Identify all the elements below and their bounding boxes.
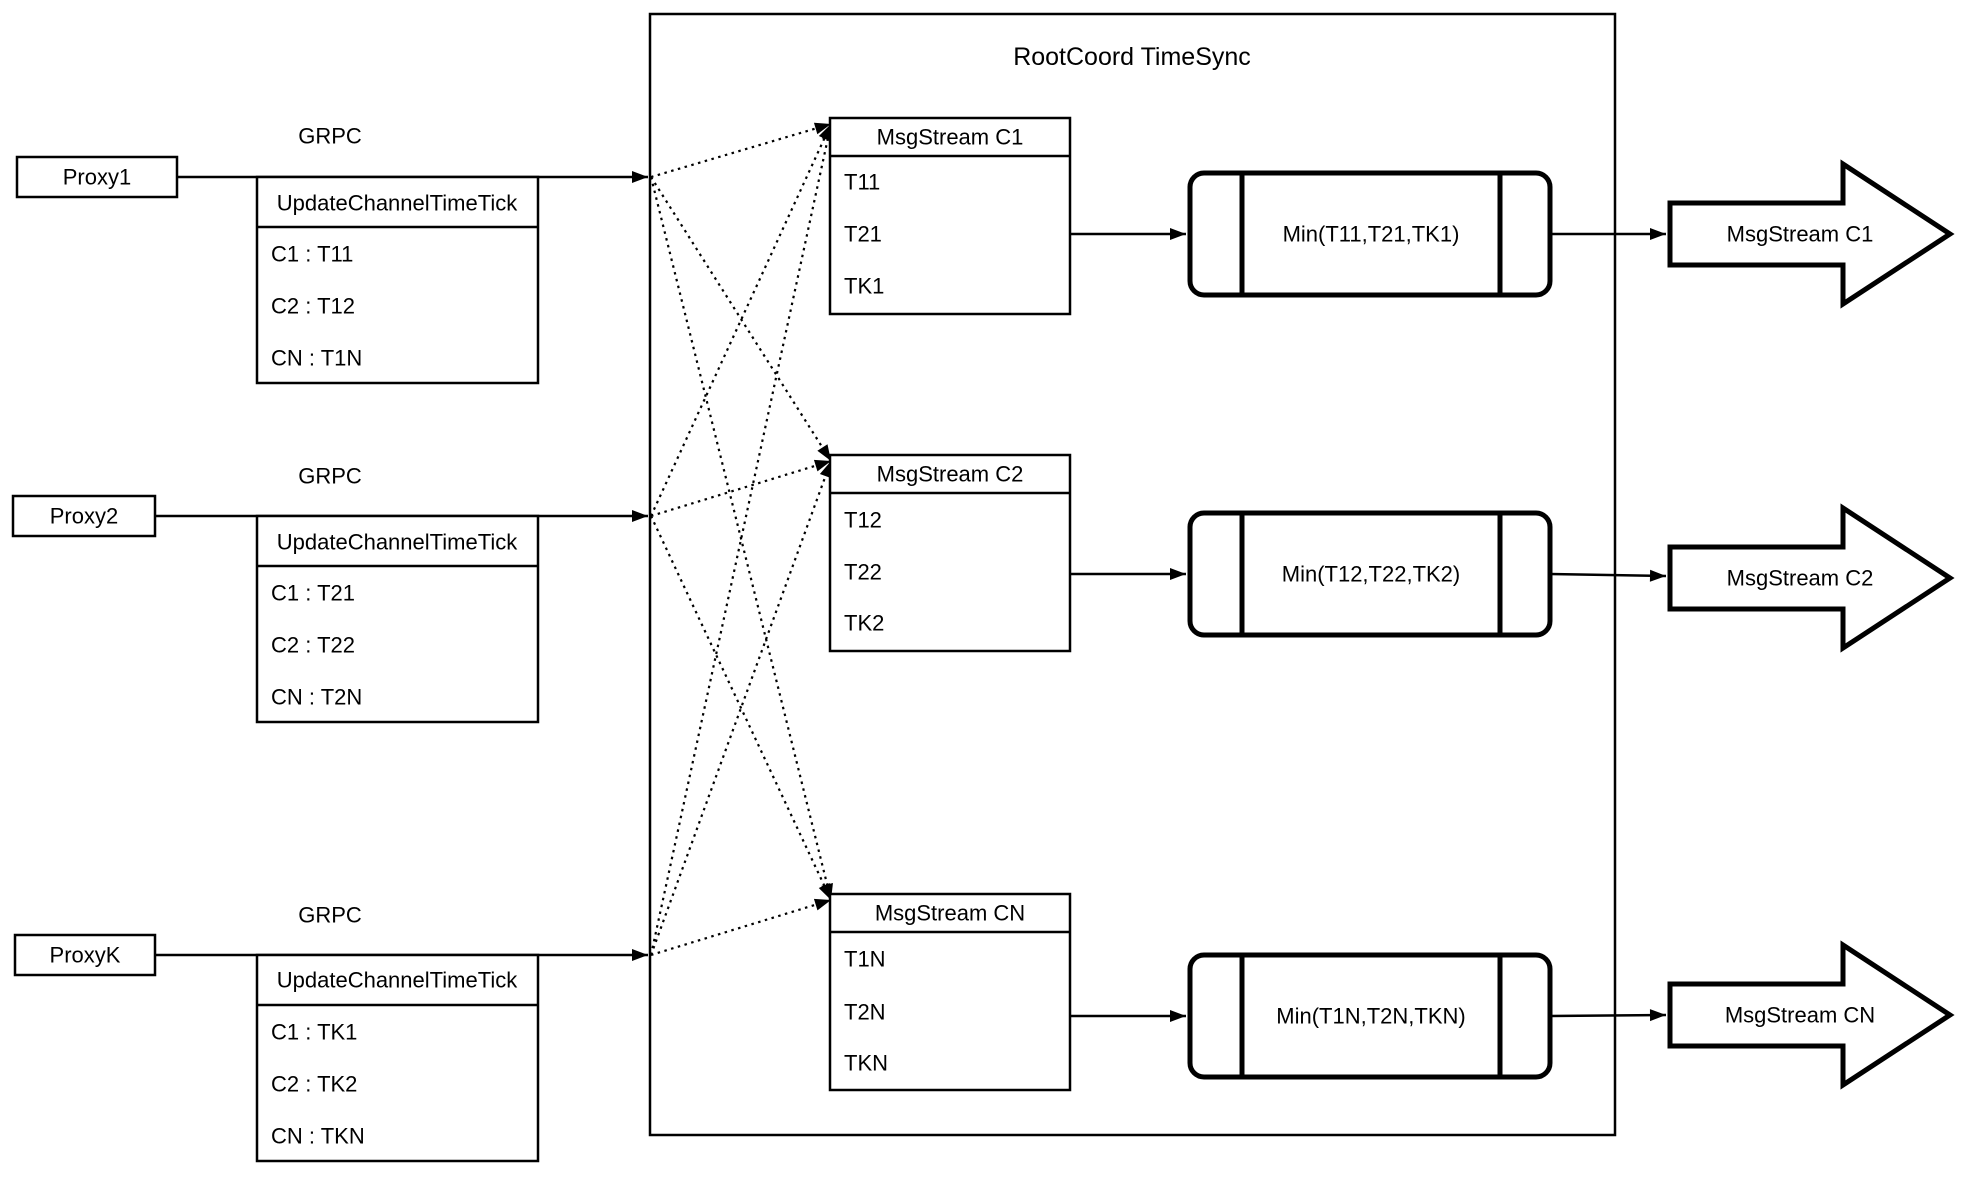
output-arrow-cn [1667, 940, 1955, 1090]
min-label: Min(T11,T21,TK1) [1283, 222, 1460, 247]
fanout-link [650, 122, 832, 179]
table-row-text: C1 : TK1 [271, 1020, 357, 1045]
tick-row-text: T1N [844, 947, 886, 972]
proxy2-label: Proxy2 [50, 504, 118, 529]
tick-row-text: T2N [844, 1000, 886, 1025]
tick-row-text: TKN [844, 1051, 888, 1076]
table-row-text: CN : T1N [271, 346, 362, 371]
min-label: Min(T12,T22,TK2) [1282, 562, 1461, 587]
tick-row-text: TK1 [844, 274, 884, 299]
output-arrow-c1 [1667, 159, 1955, 309]
table-frame [255, 514, 540, 724]
min-label: Min(T1N,T2N,TKN) [1276, 1004, 1465, 1029]
table-row-text: C1 : T11 [271, 242, 353, 267]
table-row-text: CN : TKN [271, 1124, 365, 1149]
tick-row-text: T21 [844, 222, 882, 247]
fanout-link [650, 123, 832, 517]
fanout-link [650, 515, 832, 901]
msgstream-c2-table [828, 453, 1072, 653]
fanout-link [649, 123, 834, 956]
msgstream-table-title: MsgStream C1 [877, 125, 1024, 150]
channel-row-c2: MsgStream C2 T12 T22 TK2 Min(T12,T22,TK2… [828, 453, 1955, 653]
output-arrow-c2 [1667, 503, 1955, 653]
proxy-group-2: Proxy2 GRPC UpdateChannelTimeTick C1 : T… [11, 464, 648, 724]
channel-row-cn: MsgStream CN T1N T2N TKN Min(T1N,T2N,TKN… [828, 892, 1955, 1092]
msgstream-c1-table [828, 116, 1072, 316]
proxy-group-1: Proxy1 GRPC UpdateChannelTimeTick C1 : T… [15, 124, 648, 385]
proxyk-node [13, 933, 157, 977]
output-arrow-label: MsgStream C1 [1727, 222, 1874, 247]
table-header: UpdateChannelTimeTick [277, 530, 518, 555]
table-header: UpdateChannelTimeTick [277, 191, 518, 216]
proxy2-node [11, 494, 157, 538]
proxy1-label: Proxy1 [63, 165, 131, 190]
table-row-text: CN : T2N [271, 685, 362, 710]
table-row-text: C1 : T21 [271, 581, 355, 606]
min-to-output-link [1549, 569, 1667, 582]
table-row-text: C2 : T22 [271, 633, 355, 658]
grpc-label: GRPC [298, 464, 362, 489]
proxy1-node [15, 155, 179, 199]
tick-row-text: T11 [844, 170, 880, 195]
table-frame [255, 953, 540, 1163]
msgstream-table-title: MsgStream C2 [877, 462, 1024, 487]
update-channel-timetick-table-1: UpdateChannelTimeTick C1 : T11 C2 : T12 … [255, 175, 540, 385]
proxy-group-3: ProxyK GRPC UpdateChannelTimeTick C1 : T… [13, 903, 648, 1163]
channel-row-c1: MsgStream C1 T11 T21 TK1 Min(T11,T21,TK1… [828, 116, 1955, 316]
tick-row-text: T22 [844, 560, 882, 585]
table-header: UpdateChannelTimeTick [277, 968, 518, 993]
table-frame [255, 175, 540, 385]
grpc-label: GRPC [298, 124, 362, 149]
update-channel-timetick-table-2: UpdateChannelTimeTick C1 : T21 C2 : T22 … [255, 514, 540, 724]
output-arrow-label: MsgStream C2 [1727, 566, 1874, 591]
tick-row-text: TK2 [844, 611, 884, 636]
grpc-label: GRPC [298, 903, 362, 928]
msgstream-cn-table [828, 892, 1072, 1092]
fanout-link [649, 176, 833, 901]
output-arrow-label: MsgStream CN [1725, 1003, 1875, 1028]
tick-row-text: T12 [844, 508, 882, 533]
table-row-text: C2 : T12 [271, 294, 355, 319]
msgstream-table-title: MsgStream CN [875, 901, 1025, 926]
rootcoord-timesync-title: RootCoord TimeSync [1013, 43, 1251, 71]
timetick-fanout-links [649, 122, 834, 957]
proxyk-label: ProxyK [50, 943, 121, 968]
table-row-text: C2 : TK2 [271, 1072, 357, 1097]
fanout-link [650, 176, 832, 462]
update-channel-timetick-table-3: UpdateChannelTimeTick C1 : TK1 C2 : TK2 … [255, 953, 540, 1163]
min-to-output-link [1549, 1009, 1667, 1022]
